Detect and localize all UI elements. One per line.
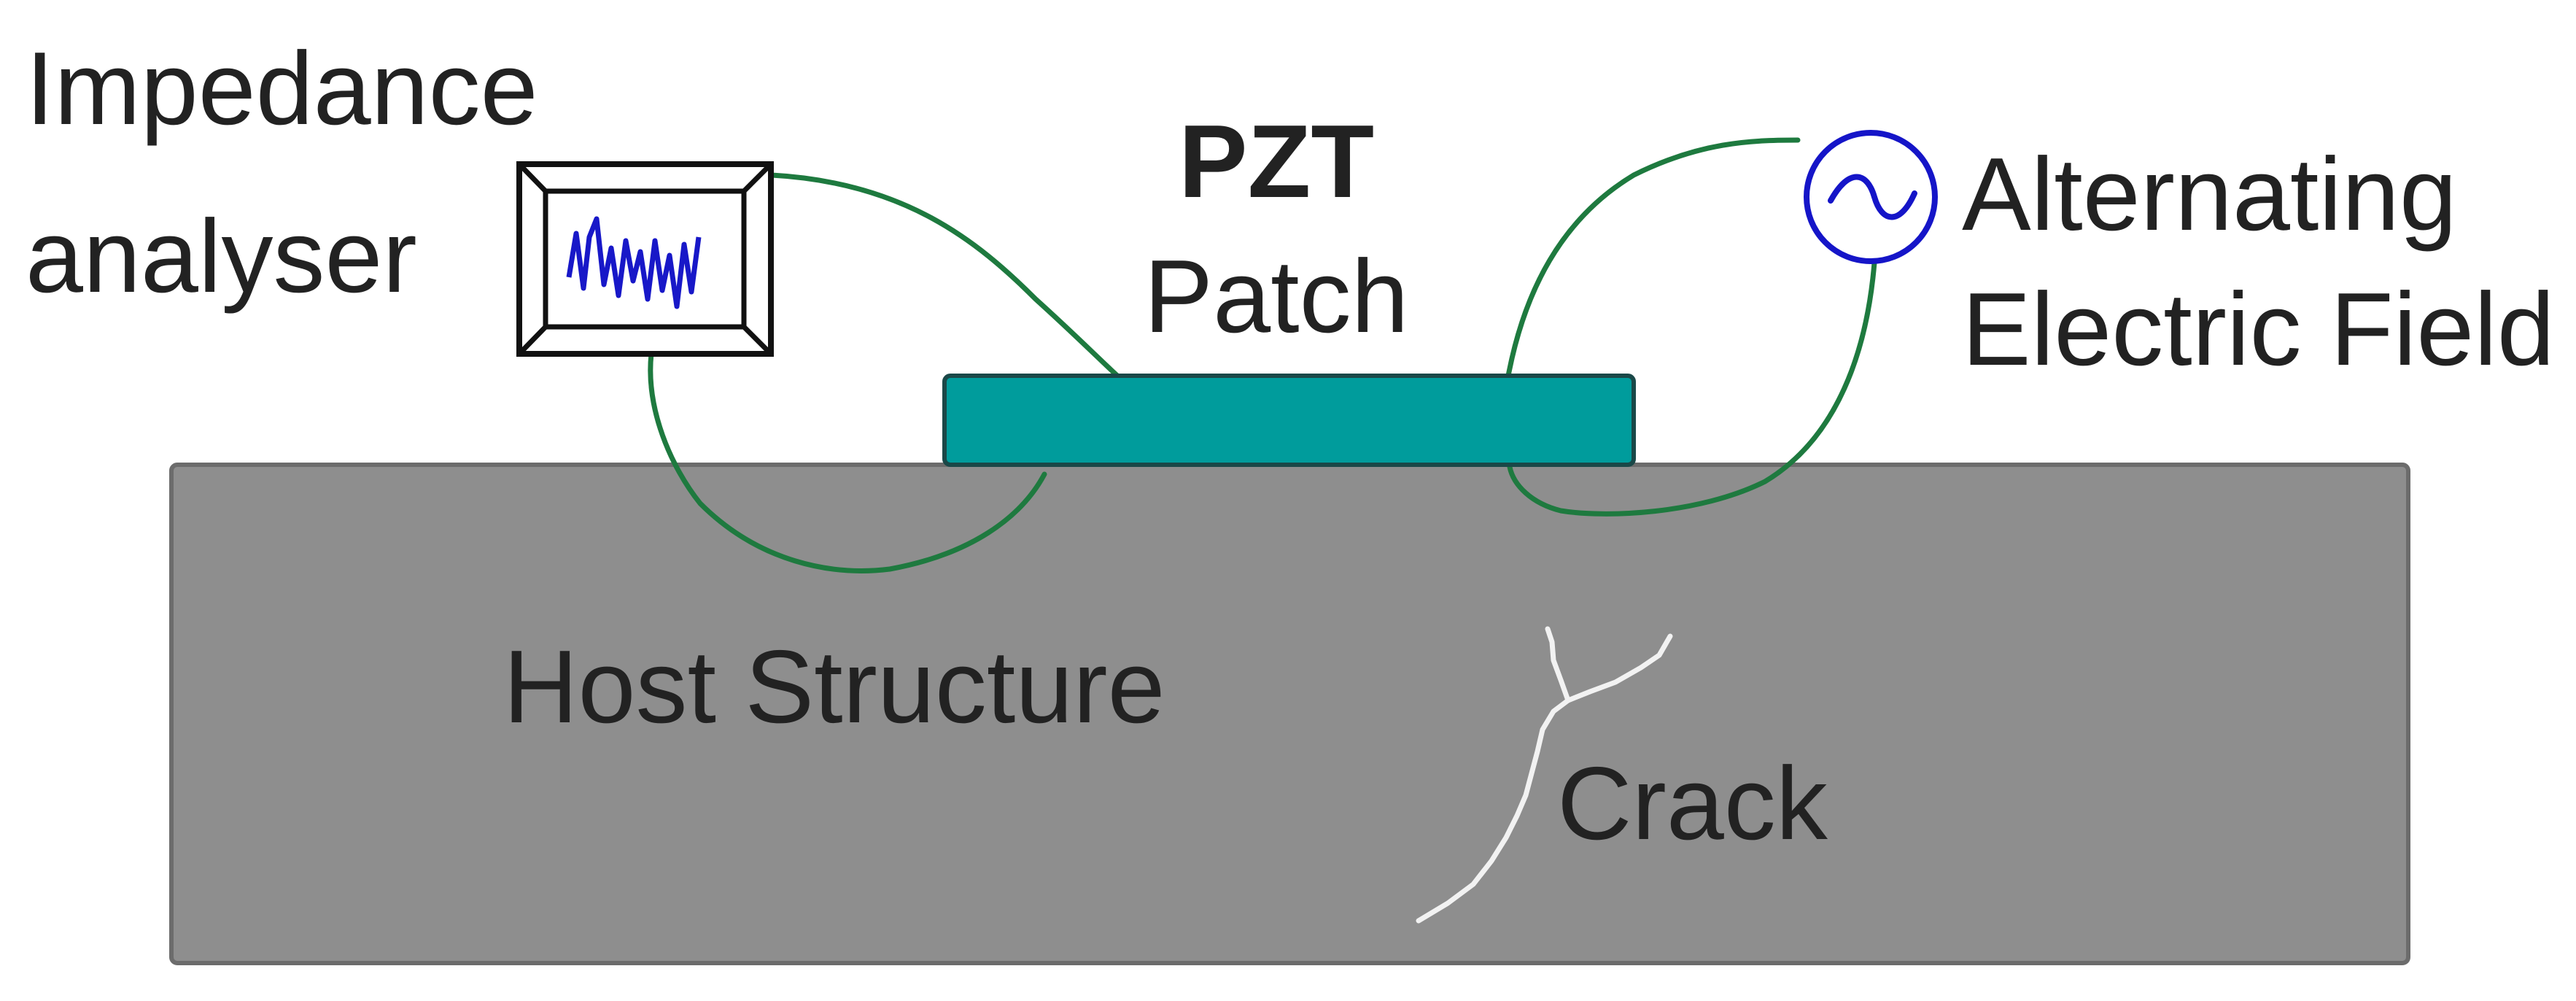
crack-label: Crack [1557, 746, 1828, 862]
host-structure-label: Host Structure [503, 629, 1165, 745]
patch-label-line2: Patch [1144, 239, 1408, 355]
wire-analyser-return [648, 351, 1047, 573]
wires [648, 137, 1877, 573]
wire-source-return [1507, 260, 1877, 517]
wire-analyser-to-patch [769, 172, 1120, 379]
source-label-line2: Electric Field [1962, 271, 2555, 387]
pzt-patch [942, 374, 1636, 467]
crack-icon [1416, 626, 1673, 924]
monitor-waveform-icon [516, 161, 774, 357]
patch-label-line1: PZT [1179, 104, 1374, 220]
analyser-label-line1: Impedance [26, 31, 538, 147]
wire-patch-to-source [1505, 137, 1801, 379]
source-label-line1: Alternating [1962, 136, 2457, 252]
analyser-label-line2: analyser [26, 198, 417, 314]
ac-source-icon [1804, 130, 1938, 264]
